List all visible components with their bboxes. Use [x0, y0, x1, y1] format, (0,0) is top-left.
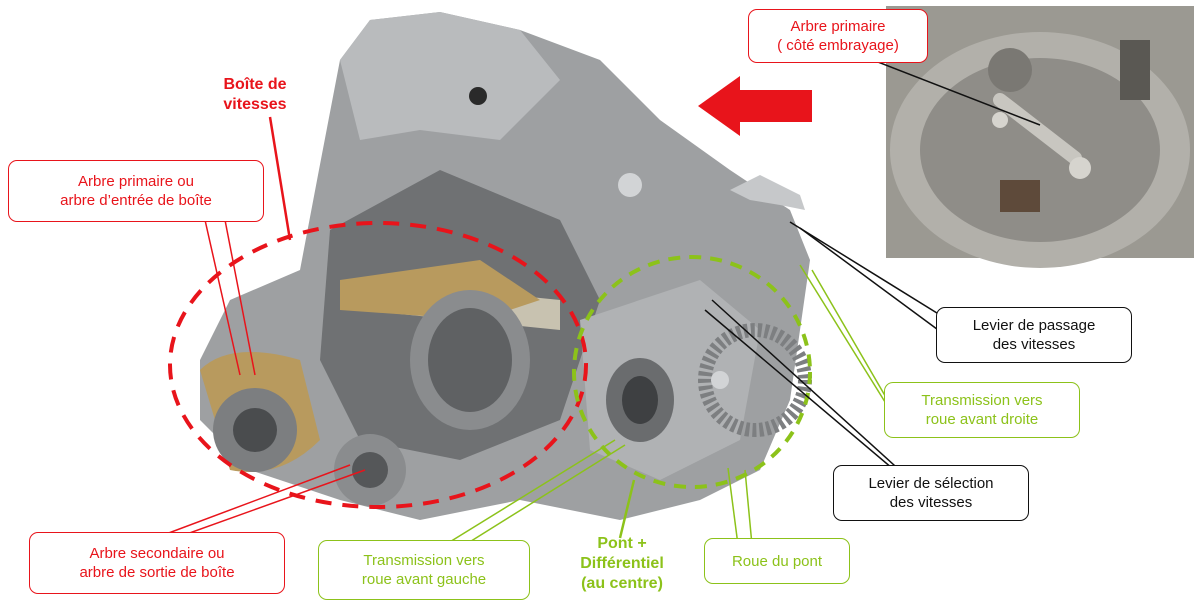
label-ring-gear: Roue du pont — [704, 538, 850, 584]
label-gearbox: Boîte de vitesses — [223, 76, 287, 113]
label-output-shaft: Arbre secondaire ou arbre de sortie de b… — [29, 532, 285, 594]
label-left-wheel-transmission: Transmission vers roue avant gauche — [318, 540, 530, 600]
direction-arrow-icon — [698, 76, 812, 136]
label-input-shaft-clutch: Arbre primaire ( côté embrayage) — [748, 9, 928, 63]
label-input-shaft: Arbre primaire ou arbre d’entrée de boît… — [8, 160, 264, 222]
gearbox-zone-outline — [168, 221, 588, 509]
differential-zone-outline — [572, 255, 812, 489]
leader-lines — [149, 47, 1041, 549]
label-gear-select-lever: Levier de sélection des vitesses — [833, 465, 1029, 521]
inset-photo — [886, 6, 1194, 268]
inset-shaft — [993, 93, 1082, 165]
label-right-wheel-transmission: Transmission vers roue avant droite — [884, 382, 1080, 438]
label-gear-shift-lever: Levier de passage des vitesses — [936, 307, 1132, 363]
gearbox-photo — [200, 12, 812, 520]
label-differential: Pont + Différentiel (au centre) — [580, 535, 664, 592]
